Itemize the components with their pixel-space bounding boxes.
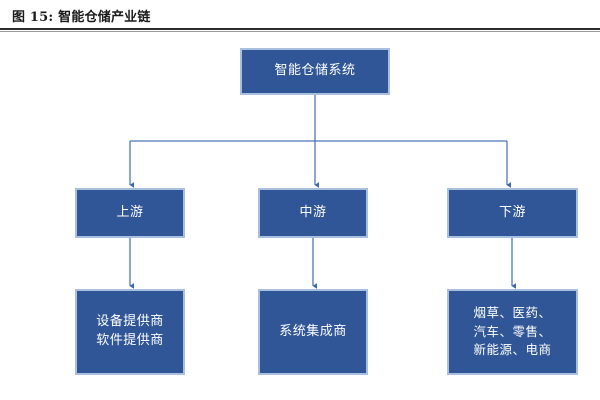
node-system-integrators[interactable]: 系统集成商 — [258, 289, 368, 375]
node-label: 中游 — [299, 204, 327, 220]
node-label: 智能仓储系统 — [274, 63, 356, 79]
connector-lines — [129, 95, 516, 289]
node-label: 设备提供商 软件提供商 — [96, 314, 164, 348]
node-downstream-industries[interactable]: 烟草、医药、 汽车、零售、 新能源、电商 — [447, 289, 578, 375]
node-label: 烟草、医药、 汽车、零售、 新能源、电商 — [473, 304, 552, 358]
diagram-canvas: 智能仓储系统 上游 中游 下游 设备提供商 软件提供商 系统集成商 烟草、医药、… — [0, 32, 600, 400]
node-downstream[interactable]: 下游 — [447, 188, 578, 238]
node-upstream-providers[interactable]: 设备提供商 软件提供商 — [75, 289, 185, 375]
node-label: 系统集成商 — [279, 323, 347, 339]
page-title: 图 15: 智能仓储产业链 — [12, 10, 151, 25]
node-intelligent-warehousing-system[interactable]: 智能仓储系统 — [240, 48, 390, 95]
node-label: 下游 — [498, 204, 526, 220]
node-midstream[interactable]: 中游 — [258, 188, 368, 238]
node-upstream[interactable]: 上游 — [75, 188, 185, 238]
node-label: 上游 — [116, 204, 144, 220]
figure-title-bar: 图 15: 智能仓储产业链 — [0, 0, 600, 32]
title-divider — [0, 28, 600, 30]
title-divider-secondary — [0, 31, 600, 32]
